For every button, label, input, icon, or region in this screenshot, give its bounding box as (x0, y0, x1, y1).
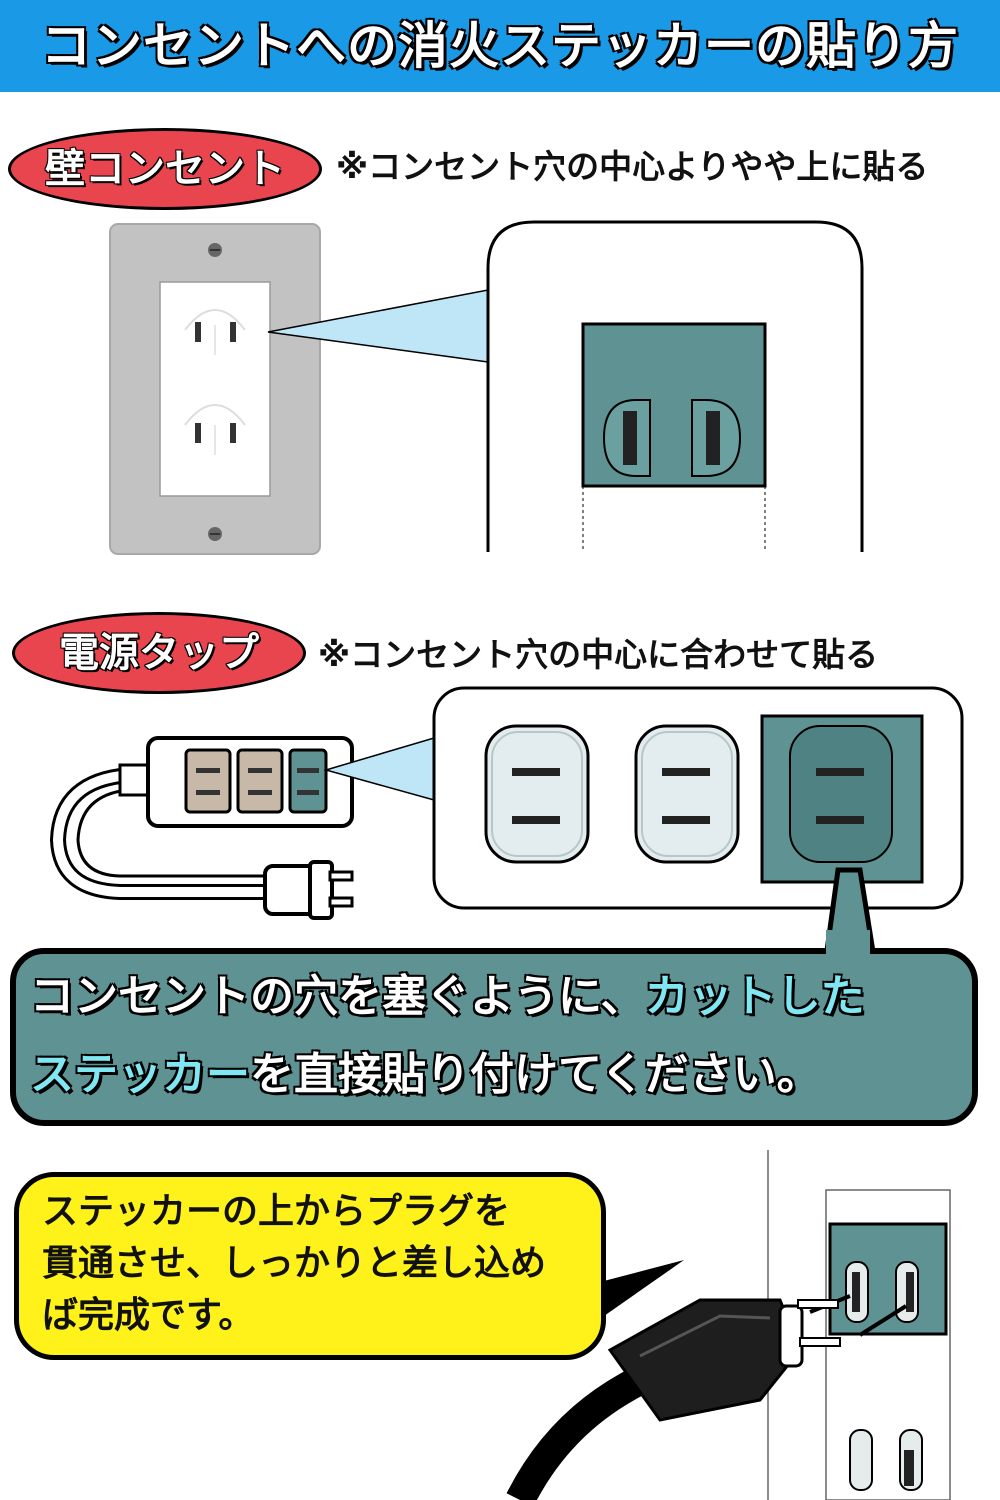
finish-callout (14, 1172, 606, 1360)
instruction-highlight-1: カットした (644, 970, 866, 1023)
finish-callout-text: ステッカーの上からプラグを 貫通させ、しっかりと差し込め ば完成です。 (42, 1186, 602, 1342)
instruction-text-1: コンセントの穴を塞ぐように、 (29, 970, 646, 1023)
instruction-banner (10, 948, 978, 1126)
power-strip-illustration (49, 686, 964, 950)
header-bar (0, 0, 1000, 92)
instruction-highlight-2: ステッカー (29, 1048, 251, 1101)
wall-outlet-illustration (109, 220, 864, 555)
finish-line-3: ば完成です。 (42, 1295, 255, 1336)
plug-body (607, 1298, 802, 1422)
instruction-text-2: を直接貼り付けてください。 (249, 1048, 822, 1101)
wall-outlet-note: ※コンセント穴の中心よりやや上に貼る (336, 147, 929, 186)
plug-insert-illustration (506, 1150, 951, 1500)
page-title: コンセントへの消火ステッカーの貼り方 (40, 16, 959, 76)
finish-line-1: ステッカーの上からプラグを (42, 1191, 511, 1232)
finish-line-2: 貫通させ、しっかりと差し込め (42, 1243, 547, 1284)
banner-pointer-fill (826, 930, 870, 960)
instruction-text: コンセントの穴を塞ぐように、カットした ステッカーを直接貼り付けてください。 (29, 958, 980, 1114)
power-strip-note: ※コンセント穴の中心に合わせて貼る (318, 635, 879, 674)
wall-outlet-label: 壁コンセント (8, 128, 322, 210)
power-strip-label: 電源タップ (12, 612, 306, 694)
